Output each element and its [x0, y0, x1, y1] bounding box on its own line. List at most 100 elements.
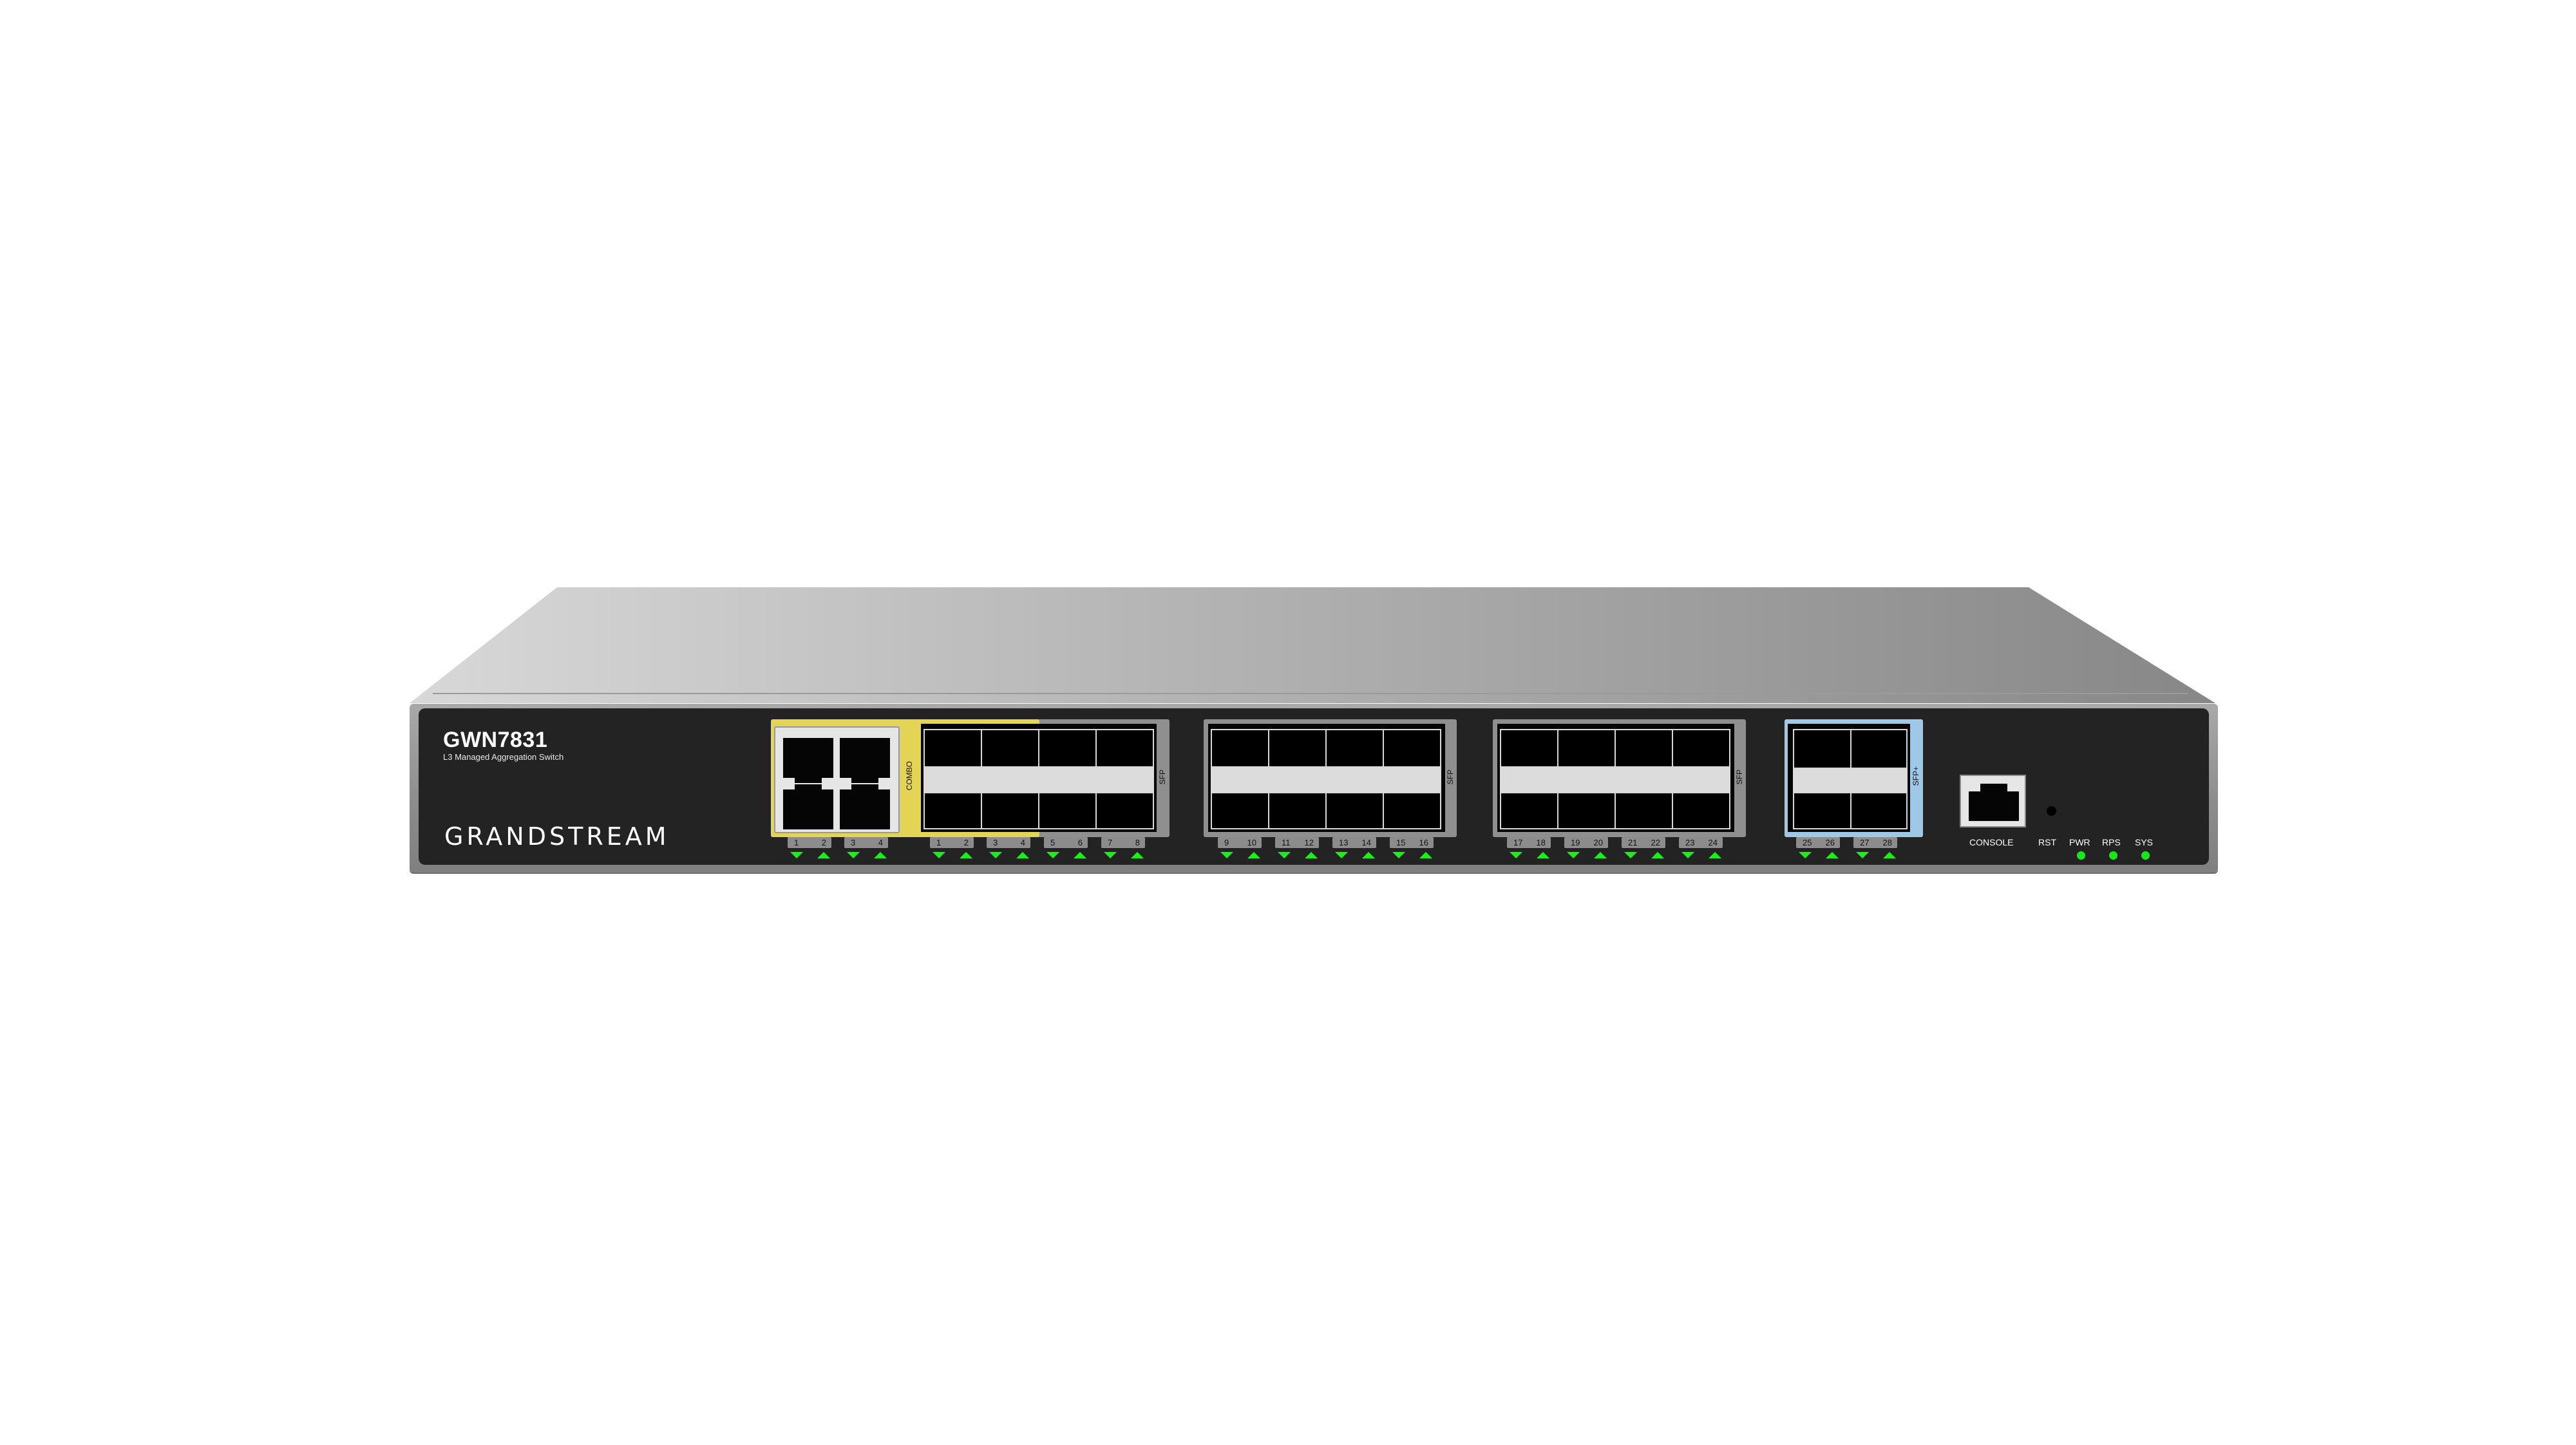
sfp-port-2[interactable]	[923, 792, 982, 829]
port-number: 20	[1593, 838, 1603, 847]
link-led-down-arrow-icon	[1046, 852, 1059, 858]
sfp-port-19[interactable]	[1557, 729, 1616, 768]
port-number: 3	[993, 838, 998, 847]
sfp-port-23[interactable]	[1672, 729, 1730, 768]
link-led-down-arrow-icon	[1510, 852, 1522, 858]
sfp-plus-port-25[interactable]	[1793, 729, 1852, 769]
link-led-down-arrow-icon	[847, 852, 860, 858]
sfp-port-10[interactable]	[1211, 792, 1269, 829]
port-number: 13	[1339, 838, 1349, 847]
sfp-plus-label: SFP+	[1911, 766, 1920, 786]
port-number: 10	[1247, 838, 1256, 847]
sfp-cage-1	[921, 724, 1157, 832]
port-number-plate: 25 26	[1796, 837, 1840, 848]
rj45-port-3[interactable]	[783, 784, 833, 829]
link-led-up-arrow-icon	[1651, 852, 1664, 858]
sfp-port-9[interactable]	[1211, 729, 1269, 768]
sfp-port-21[interactable]	[1615, 729, 1673, 768]
port-number: 16	[1419, 838, 1428, 847]
sfp-plus-port-27[interactable]	[1850, 729, 1908, 769]
port-number: 2	[963, 838, 969, 847]
link-led-up-arrow-icon	[1305, 852, 1318, 858]
port-number: 5	[1050, 838, 1056, 847]
port-number: 15	[1396, 838, 1406, 847]
sfp-port-20[interactable]	[1557, 792, 1616, 829]
reset-button[interactable]	[2047, 806, 2056, 816]
port-number: 8	[1135, 838, 1140, 847]
sfp-port-15[interactable]	[1383, 729, 1441, 768]
link-led-down-arrow-icon	[1104, 852, 1117, 858]
link-led-down-arrow-icon	[1856, 852, 1869, 858]
link-led-down-arrow-icon	[1278, 852, 1291, 858]
pwr-label: PWR	[2069, 837, 2090, 847]
rj45-port-1[interactable]	[783, 738, 833, 783]
sfp-port-7[interactable]	[1095, 729, 1154, 768]
link-led-up-arrow-icon	[874, 852, 887, 858]
sfp-port-17[interactable]	[1500, 729, 1558, 768]
sfp-divider	[923, 768, 1154, 792]
rj45-port-2[interactable]	[840, 738, 890, 783]
sfp-port-22[interactable]	[1615, 792, 1673, 829]
port-number: 18	[1536, 838, 1546, 847]
link-led-down-arrow-icon	[790, 852, 803, 858]
sfp-port-8[interactable]	[1095, 792, 1154, 829]
link-led-down-arrow-icon	[933, 852, 945, 858]
sfp-port-18[interactable]	[1500, 792, 1558, 829]
link-led-up-arrow-icon	[1537, 852, 1549, 858]
link-led-up-arrow-icon	[1247, 852, 1260, 858]
link-led-down-arrow-icon	[1799, 852, 1812, 858]
sfp-port-3[interactable]	[981, 729, 1039, 768]
link-led-up-arrow-icon	[1826, 852, 1839, 858]
port-number: 12	[1304, 838, 1314, 847]
port-number: 1	[794, 838, 799, 847]
link-led-up-arrow-icon	[817, 852, 830, 858]
sfp-label-1: SFP	[1158, 770, 1167, 785]
sfp-label-3: SFP	[1735, 770, 1744, 785]
link-led-down-arrow-icon	[1335, 852, 1348, 858]
link-led-down-arrow-icon	[1681, 852, 1694, 858]
sfp-plus-port-26[interactable]	[1793, 792, 1852, 829]
sfp-port-14[interactable]	[1325, 792, 1384, 829]
rps-led-icon	[2109, 851, 2117, 860]
sfp-port-13[interactable]	[1325, 729, 1384, 768]
pwr-led-icon	[2077, 851, 2085, 860]
port-number: 7	[1108, 838, 1113, 847]
sfp-port-12[interactable]	[1268, 792, 1327, 829]
sfp-plus-port-28[interactable]	[1850, 792, 1908, 829]
link-led-down-arrow-icon	[1567, 852, 1580, 858]
sfp-port-1[interactable]	[923, 729, 982, 768]
model-name: GWN7831	[443, 728, 548, 752]
sfp-port-24[interactable]	[1672, 792, 1730, 829]
reset-label: RST	[2038, 837, 2056, 847]
sfp-port-4[interactable]	[981, 792, 1039, 829]
sfp-port-11[interactable]	[1268, 729, 1327, 768]
port-number: 24	[1708, 838, 1718, 847]
link-led-up-arrow-icon	[960, 852, 972, 858]
link-led-up-arrow-icon	[1594, 852, 1607, 858]
sfp-divider	[1500, 768, 1730, 792]
console-label: CONSOLE	[1969, 837, 2014, 847]
sfp-label-2: SFP	[1446, 770, 1455, 785]
sfp-port-5[interactable]	[1038, 729, 1097, 768]
link-led-down-arrow-icon	[1392, 852, 1405, 858]
console-port[interactable]	[1960, 775, 2026, 827]
port-number: 25	[1803, 838, 1812, 847]
sfp-port-16[interactable]	[1383, 792, 1441, 829]
port-number: 1	[936, 838, 942, 847]
combo-rj45-frame	[774, 726, 900, 833]
sfp-port-6[interactable]	[1038, 792, 1097, 829]
port-number: 26	[1825, 838, 1835, 847]
link-led-down-arrow-icon	[1220, 852, 1233, 858]
rj45-port-4[interactable]	[840, 784, 890, 829]
link-led-up-arrow-icon	[1883, 852, 1896, 858]
